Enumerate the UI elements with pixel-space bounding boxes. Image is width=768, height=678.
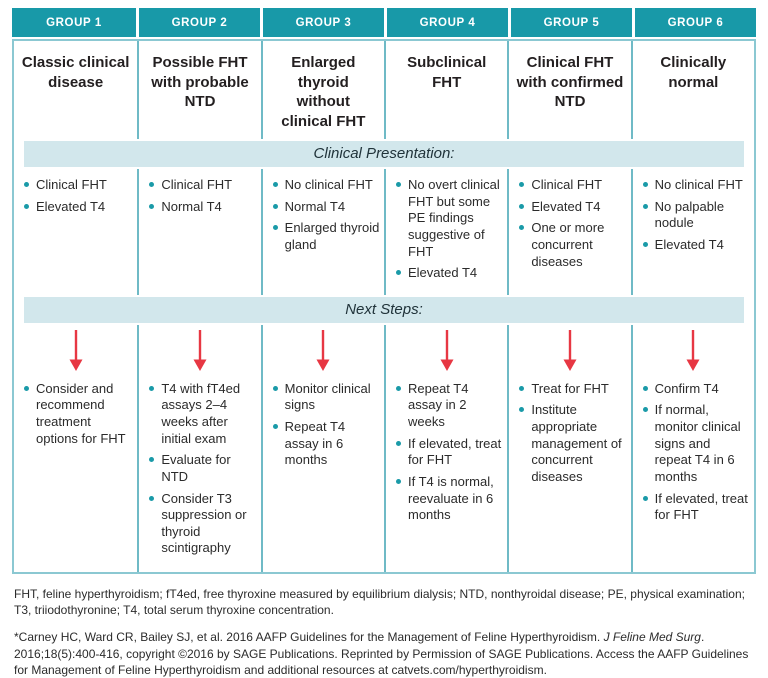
bullet-item: Evaluate for NTD	[146, 452, 256, 485]
group-3-presentation: No clinical FHT Normal T4 Enlarged thyroid…	[260, 169, 384, 295]
next-steps-list: T4 with fT4ed assays 2–4 weeks after ini…	[146, 381, 256, 557]
bullet-item: No clinical FHT	[640, 177, 750, 194]
group-6-arrow-cell	[630, 324, 754, 374]
next-steps-list: Treat for FHT Institute appropriate manag…	[516, 381, 626, 486]
citation-text: *Carney HC, Ward CR, Bailey SJ, et al. 2…	[14, 629, 756, 678]
group-3-arrow-cell	[260, 324, 384, 374]
group-title-row: Classic clinical disease Possible FHT wi…	[14, 41, 754, 139]
bullet-item: Normal T4	[146, 199, 256, 216]
next-steps-list: Repeat T4 assay in 2 weeks If elevated, t…	[393, 381, 503, 524]
bullet-item: Consider T3 suppression or thyroid scint…	[146, 491, 256, 558]
group-6-title: Clinically normal	[630, 41, 754, 139]
abbreviations-footnote: FHT, feline hyperthyroidism; fT4ed, free…	[14, 587, 745, 618]
bullet-item: If T4 is normal, reevaluate in 6 months	[393, 474, 503, 524]
fht-groups-table: Classic clinical disease Possible FHT wi…	[12, 39, 756, 574]
next-steps-row: Consider and recommend treatment options…	[14, 373, 754, 572]
bullet-item: Clinical FHT	[516, 177, 626, 194]
group-1-presentation: Clinical FHT Elevated T4	[14, 169, 137, 295]
bullet-item: No clinical FHT	[270, 177, 380, 194]
bullet-item: Repeat T4 assay in 2 weeks	[393, 381, 503, 431]
group-2-presentation: Clinical FHT Normal T4	[137, 169, 260, 295]
bullet-item: Normal T4	[270, 199, 380, 216]
group-4-title: Subclinical FHT	[384, 41, 507, 139]
down-arrow-icon	[563, 329, 577, 371]
group-1-arrow-cell	[14, 325, 137, 374]
bullet-item: Consider and recommend treatment options…	[21, 381, 133, 448]
bullet-item: Elevated T4	[516, 199, 626, 216]
bullet-item: No palpable nodule	[640, 199, 750, 232]
down-arrow-icon	[316, 329, 330, 371]
group-6-header: GROUP 6	[632, 8, 756, 37]
down-arrow-icon	[440, 329, 454, 371]
group-1-next-steps: Consider and recommend treatment options…	[14, 374, 137, 572]
down-arrow-icon	[686, 329, 700, 371]
bullet-item: Elevated T4	[21, 199, 133, 216]
group-1-header: GROUP 1	[12, 8, 136, 37]
bullet-item: Treat for FHT	[516, 381, 626, 398]
group-5-arrow-cell	[507, 324, 630, 374]
next-steps-list: Consider and recommend treatment options…	[21, 381, 133, 448]
group-5-title: Clinical FHT with confirmed NTD	[507, 41, 630, 139]
next-steps-band: Next Steps:	[24, 296, 744, 323]
citation-journal: J Feline Med Surg	[603, 630, 701, 645]
bullet-item: If elevated, treat for FHT	[640, 491, 750, 524]
group-4-arrow-cell	[384, 324, 507, 374]
down-arrow-icon	[69, 329, 83, 371]
bullet-item: Enlarged thyroid gland	[270, 220, 380, 253]
group-1-title: Classic clinical disease	[21, 54, 130, 91]
group-4-next-steps: Repeat T4 assay in 2 weeks If elevated, t…	[384, 373, 507, 572]
bullet-item: Repeat T4 assay in 6 months	[270, 419, 380, 469]
bullet-item: One or more concurrent diseases	[516, 220, 626, 270]
bullet-item: If elevated, treat for FHT	[393, 436, 503, 469]
arrow-row	[14, 324, 754, 374]
presentation-list: Clinical FHT Elevated T4	[21, 177, 133, 215]
group-5-presentation: Clinical FHT Elevated T4 One or more concu…	[507, 169, 630, 295]
group-2-title: Possible FHT with probable NTD	[137, 41, 260, 139]
group-2-header: GROUP 2	[136, 8, 260, 37]
bullet-item: Institute appropriate management of conc…	[516, 402, 626, 485]
group-header-row: GROUP 1 GROUP 2 GROUP 3 GROUP 4 GROUP 5 …	[12, 8, 756, 37]
bullet-item: T4 with fT4ed assays 2–4 weeks after ini…	[146, 381, 256, 448]
group-5-header: GROUP 5	[508, 8, 632, 37]
bullet-item: Elevated T4	[393, 265, 503, 282]
presentation-list: Clinical FHT Elevated T4 One or more concu…	[516, 177, 626, 270]
clinical-presentation-band: Clinical Presentation:	[24, 141, 744, 167]
bullet-item: Clinical FHT	[146, 177, 256, 194]
presentation-list: No overt clinical FHT but some PE findin…	[393, 177, 503, 282]
bullet-item: No overt clinical FHT but some PE findin…	[393, 177, 503, 260]
bullet-item: If normal, monitor clinical signs and re…	[640, 402, 750, 485]
bullet-item: Confirm T4	[640, 381, 750, 398]
group-4-header: GROUP 4	[384, 8, 508, 37]
bullet-item: Elevated T4	[640, 237, 750, 254]
next-steps-list: Confirm T4 If normal, monitor clinical si…	[640, 381, 750, 524]
bullet-item: Clinical FHT	[21, 177, 133, 194]
clinical-presentation-row: Clinical FHT Elevated T4 Clinical FHT Norm…	[14, 169, 754, 295]
presentation-list: Clinical FHT Normal T4	[146, 177, 256, 215]
group-3-title: Enlarged thyroid without clinical FHT	[260, 41, 384, 139]
group-4-presentation: No overt clinical FHT but some PE findin…	[384, 169, 507, 295]
group-2-next-steps: T4 with fT4ed assays 2–4 weeks after ini…	[137, 373, 260, 572]
citation-part1: *Carney HC, Ward CR, Bailey SJ, et al. 2…	[14, 630, 604, 645]
presentation-list: No clinical FHT Normal T4 Enlarged thyroid…	[270, 177, 380, 254]
group-2-arrow-cell	[137, 324, 260, 374]
group-3-header: GROUP 3	[260, 8, 384, 37]
group-6-next-steps: Confirm T4 If normal, monitor clinical si…	[630, 373, 754, 572]
bullet-item: Monitor clinical signs	[270, 381, 380, 414]
group-5-next-steps: Treat for FHT Institute appropriate manag…	[507, 373, 630, 572]
down-arrow-icon	[193, 329, 207, 371]
